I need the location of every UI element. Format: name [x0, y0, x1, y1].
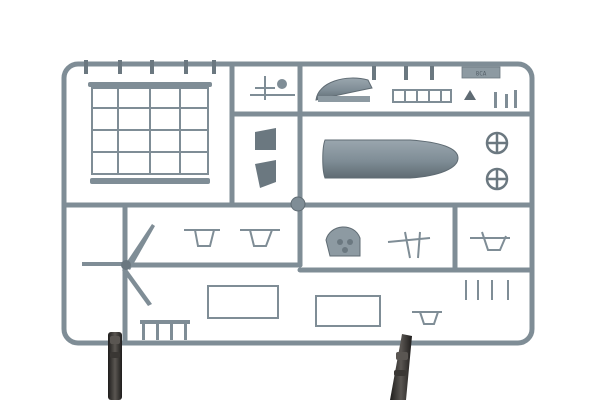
right-bottom-parts — [412, 280, 509, 325]
wing-panel-lower — [88, 82, 212, 184]
bottom-pins — [140, 320, 190, 340]
wheel-upper — [485, 131, 509, 155]
wheel-lower — [485, 167, 509, 191]
holder-right — [390, 334, 412, 400]
center-gate — [290, 196, 306, 212]
fuselage-half — [322, 139, 459, 179]
instrument-panel — [325, 226, 361, 257]
small-pins — [494, 90, 517, 108]
sprue-code-text: 8CA — [476, 71, 487, 78]
seat — [184, 229, 280, 247]
top-gates — [84, 60, 434, 80]
holder-left — [108, 332, 122, 400]
sprue-code-tab: 8CA — [461, 66, 501, 79]
tail-stand — [250, 76, 295, 100]
cockpit-frame — [207, 285, 381, 327]
ladder-part — [392, 89, 452, 103]
bomb-rack-right — [387, 231, 510, 259]
triangle-part — [464, 90, 476, 100]
wing-panel-upper — [91, 87, 209, 175]
bomb-rack-left — [255, 128, 276, 188]
propeller — [82, 224, 155, 306]
